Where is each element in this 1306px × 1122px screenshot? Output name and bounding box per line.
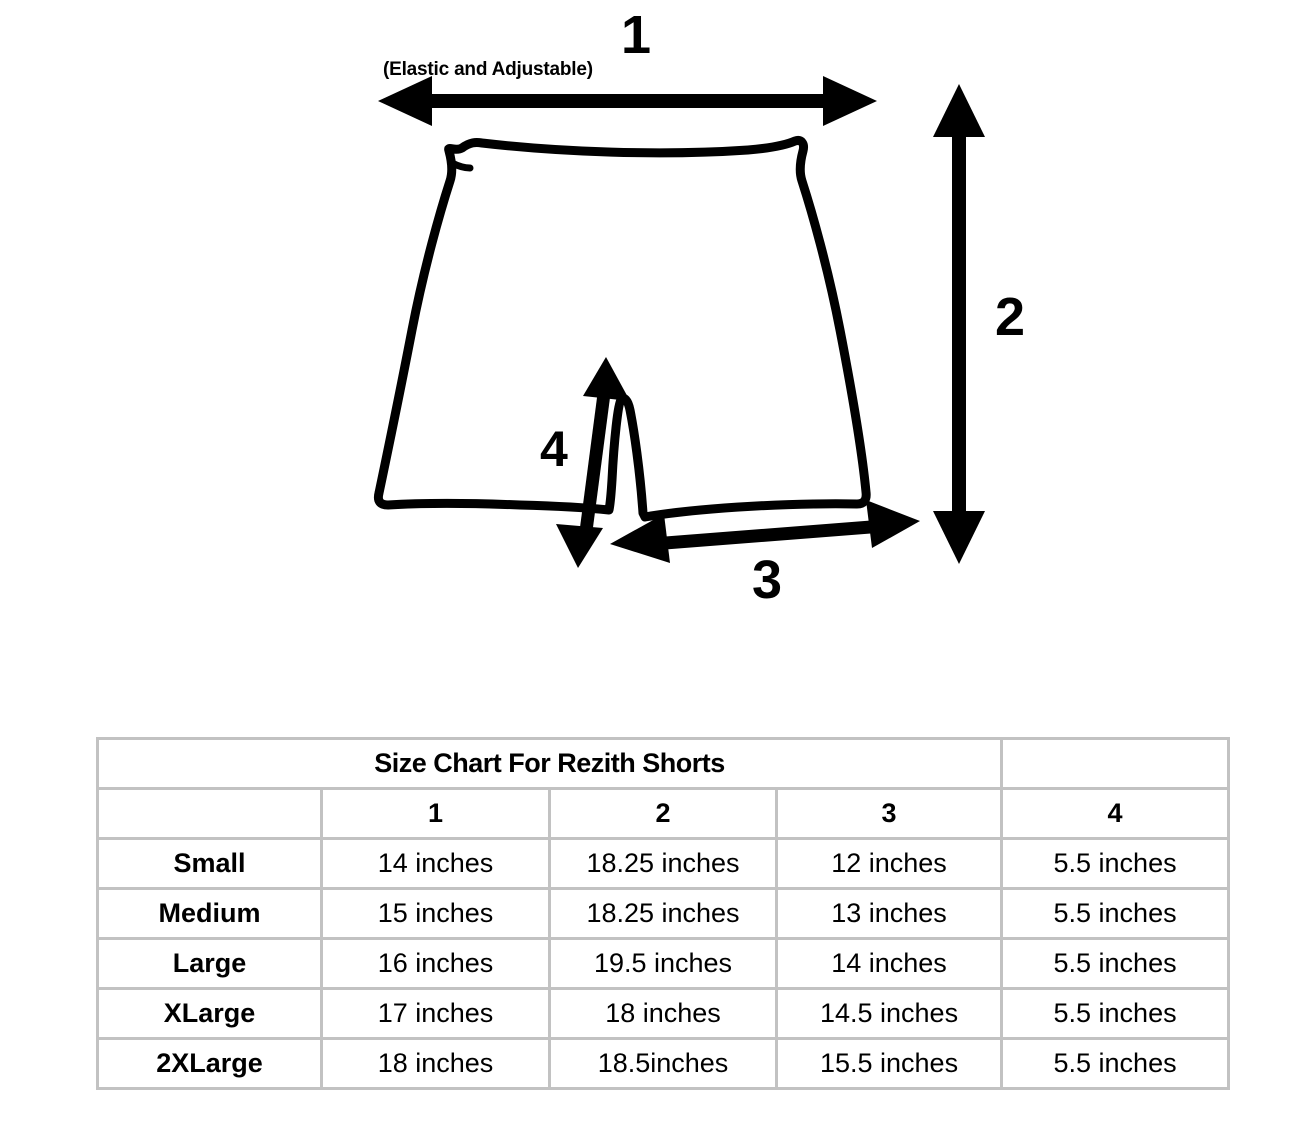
- measurement-4-arrow: [556, 357, 630, 568]
- measurement-cell-2: 19.5 inches: [548, 937, 778, 990]
- measurement-cell-1: 16 inches: [320, 937, 551, 990]
- measurement-cell-4: 5.5 inches: [1000, 887, 1231, 940]
- size-label: 2XLarge: [96, 1037, 323, 1090]
- table-row: 2XLarge 18 inches 18.5inches 15.5 inches…: [96, 1037, 1231, 1090]
- title-row-empty-cell: [1000, 737, 1231, 790]
- measurement-cell-4: 5.5 inches: [1000, 837, 1231, 890]
- column-header-2: 2: [548, 787, 778, 840]
- measurement-cell-3: 15.5 inches: [774, 1037, 1004, 1090]
- measurement-cell-1: 15 inches: [320, 887, 551, 940]
- measurement-cell-4: 5.5 inches: [1000, 987, 1231, 1040]
- table-row: Small 14 inches 18.25 inches 12 inches 5…: [96, 837, 1231, 890]
- measurement-cell-3: 12 inches: [774, 837, 1004, 890]
- shorts-measurement-diagram: 1 (Elastic and Adjustable) 2 3 4: [373, 5, 1026, 610]
- measurement-cell-3: 14 inches: [774, 937, 1004, 990]
- measurement-1-arrow: [378, 76, 877, 126]
- shorts-diagram-svg: [373, 76, 985, 568]
- size-label: Small: [96, 837, 323, 890]
- table-title-row: Size Chart For Rezith Shorts: [95, 737, 1231, 790]
- column-header-4: 4: [1000, 787, 1231, 840]
- measurement-cell-1: 18 inches: [320, 1037, 551, 1090]
- measurement-1-note: (Elastic and Adjustable): [383, 59, 593, 80]
- measurement-cell-4: 5.5 inches: [1000, 1037, 1231, 1090]
- measurement-cell-2: 18.25 inches: [548, 887, 778, 940]
- size-chart-table: Size Chart For Rezith Shorts 1 2 3 4 Sma…: [95, 737, 1231, 1090]
- measurement-3-arrow: [610, 500, 920, 563]
- size-label: Medium: [96, 887, 323, 940]
- column-header-1: 1: [320, 787, 551, 840]
- measurement-2-label: 2: [995, 287, 1026, 347]
- size-chart-table-container: Size Chart For Rezith Shorts 1 2 3 4 Sma…: [95, 737, 1231, 1090]
- shorts-outline: [373, 136, 871, 522]
- page-title: Size Chart For Rezith Shorts: [95, 737, 1004, 790]
- measurement-cell-2: 18 inches: [548, 987, 778, 1040]
- size-label: Large: [96, 937, 323, 990]
- table-header-row: 1 2 3 4: [96, 787, 1231, 840]
- size-label: XLarge: [96, 987, 323, 1040]
- measurement-2-arrow: [933, 84, 985, 564]
- measurement-cell-1: 17 inches: [320, 987, 551, 1040]
- measurement-cell-4: 5.5 inches: [1000, 937, 1231, 990]
- column-header-3: 3: [774, 787, 1004, 840]
- column-header-size: [96, 787, 323, 840]
- measurement-cell-1: 14 inches: [320, 837, 551, 890]
- measurement-cell-3: 13 inches: [774, 887, 1004, 940]
- measurement-1-label: 1: [621, 5, 652, 65]
- measurement-4-label: 4: [540, 421, 568, 477]
- measurement-cell-2: 18.25 inches: [548, 837, 778, 890]
- table-row: Medium 15 inches 18.25 inches 13 inches …: [96, 887, 1231, 940]
- table-row: Large 16 inches 19.5 inches 14 inches 5.…: [96, 937, 1231, 990]
- table-row: XLarge 17 inches 18 inches 14.5 inches 5…: [96, 987, 1231, 1040]
- measurement-cell-2: 18.5inches: [548, 1037, 778, 1090]
- measurement-cell-3: 14.5 inches: [774, 987, 1004, 1040]
- measurement-3-label: 3: [752, 550, 783, 610]
